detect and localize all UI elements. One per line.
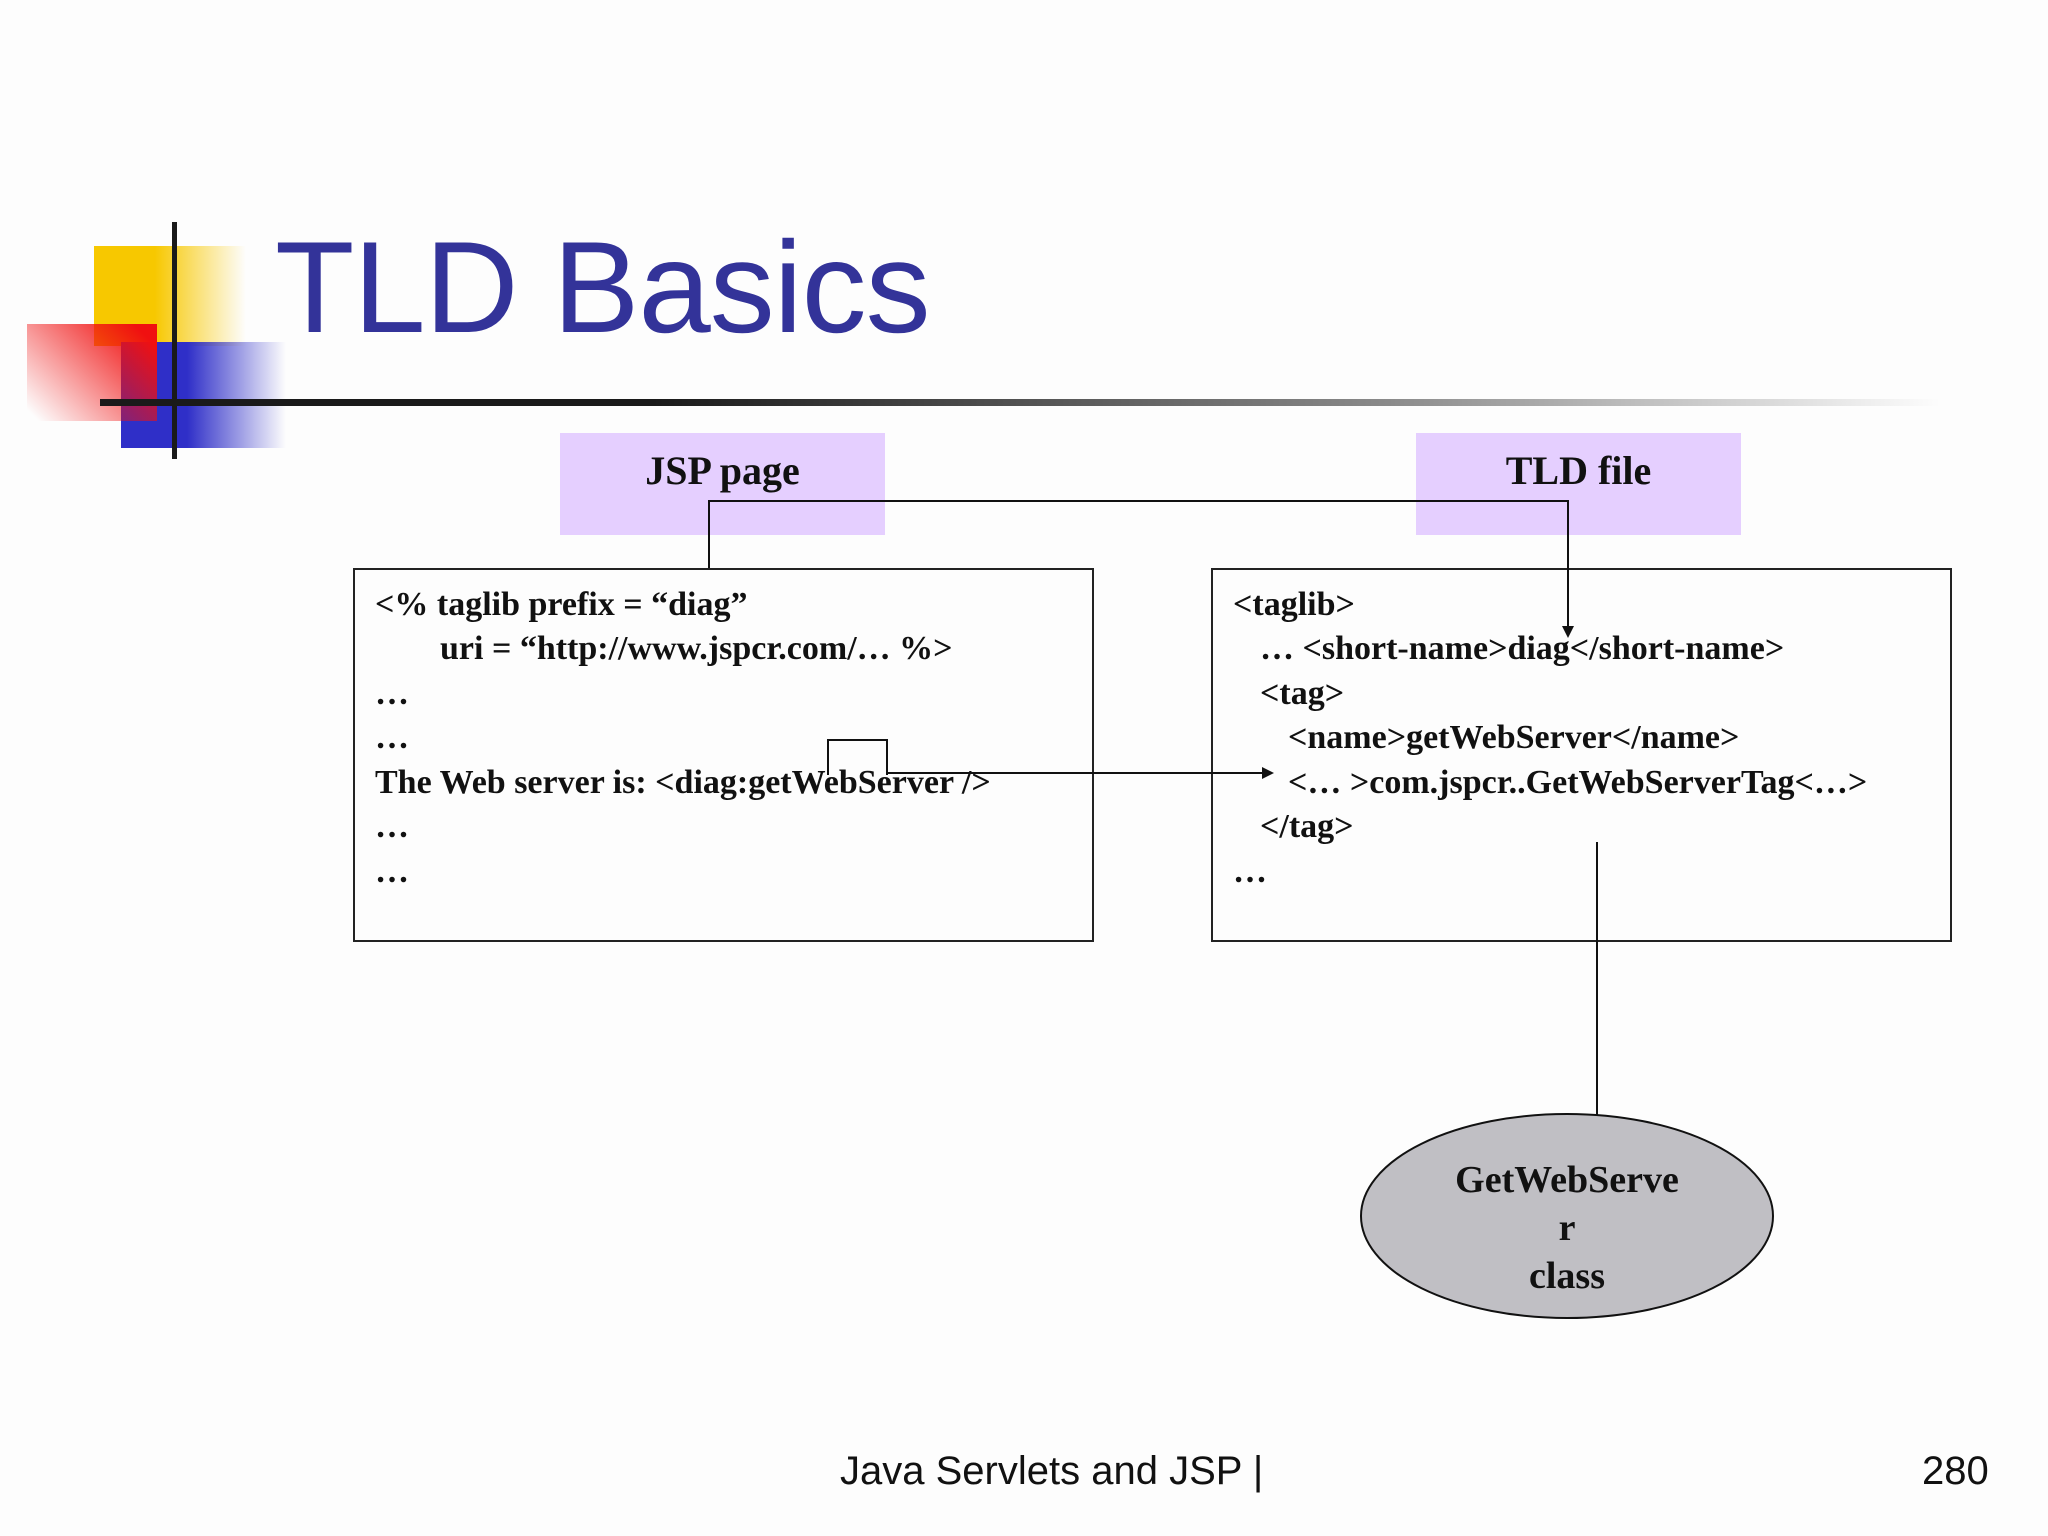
jsp-line-6: … [375,808,409,845]
tld-line-5: <… >com.jspcr..GetWebServerTag<…> [1288,764,1868,801]
tld-code-box [1211,568,1952,942]
tld-file-header: TLD file [1416,433,1741,535]
tag-bracket [827,739,888,775]
jsp-line-4: … [375,719,409,756]
tld-line-2: … <short-name>diag</short-name> [1260,630,1785,667]
title-underline-rule [100,399,1940,406]
jsp-page-header: JSP page [560,433,885,535]
tld-line-4: <name>getWebServer</name> [1288,719,1740,756]
slide-title: TLD Basics [275,214,931,360]
tld-line-3: <tag> [1260,675,1345,712]
footer-text: Java Servlets and JSP | [840,1449,1264,1493]
jsp-page-header-label: JSP page [645,448,800,493]
jsp-line-5: The Web server is: <diag:getWebServer /> [375,764,991,801]
class-label-line-1: GetWebServe [1455,1159,1679,1201]
page-number: 280 [1922,1449,1989,1493]
tld-line-1: <taglib> [1233,586,1355,623]
jsp-line-3: … [375,675,409,712]
class-label-line-2: r [1558,1207,1576,1249]
tld-line-7: … [1233,853,1267,890]
class-ellipse [1360,1113,1774,1319]
class-label-line-3: class [1529,1255,1605,1297]
tld-line-6: </tag> [1260,808,1354,845]
jsp-code-box [353,568,1094,942]
prefix-connector-arrow [708,500,1574,638]
logo-vertical-line [172,222,177,459]
tld-file-header-label: TLD file [1505,448,1652,493]
class-label: GetWebServe r class [1400,1156,1734,1300]
jsp-line-2: uri = “http://www.jspcr.com/… %> [440,630,953,667]
jsp-line-7: … [375,853,409,890]
jsp-line-1: <% taglib prefix = “diag” [375,586,748,623]
